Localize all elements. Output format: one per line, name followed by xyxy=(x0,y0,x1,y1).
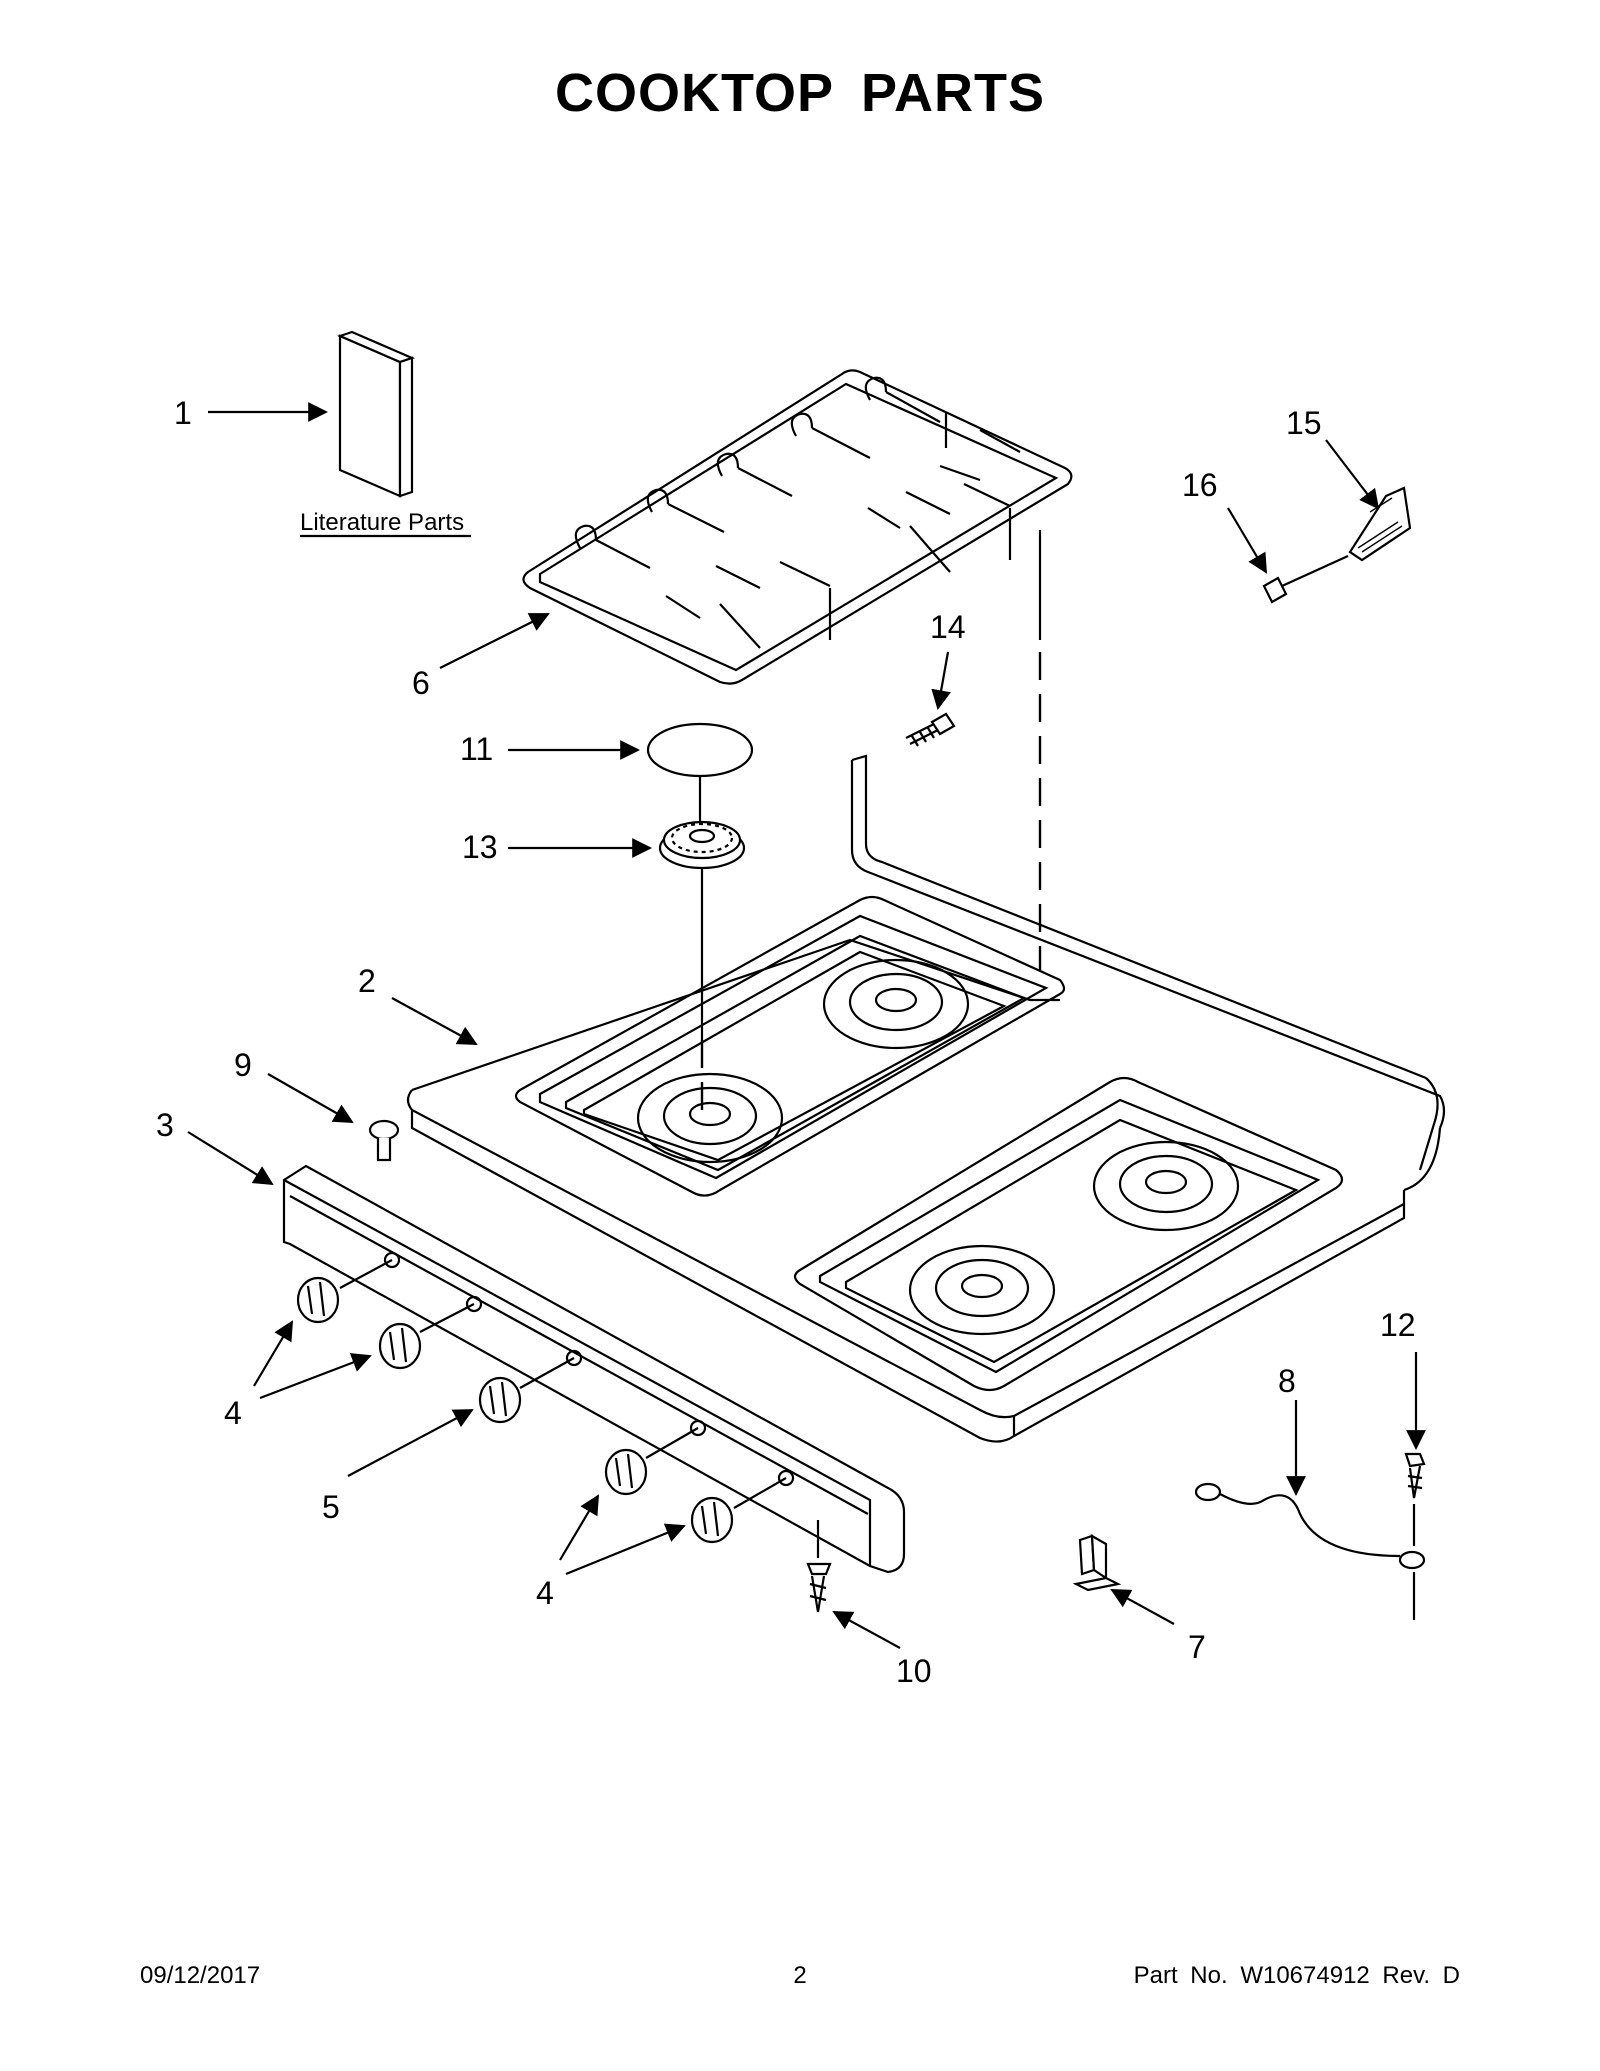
screw-14 xyxy=(905,712,956,747)
callout-1: 1 xyxy=(174,395,192,431)
ground-wire-8 xyxy=(1194,1482,1426,1570)
callout-3: 3 xyxy=(156,1107,174,1143)
callout-4b: 4 xyxy=(536,1575,554,1611)
leader-arrows xyxy=(187,402,1426,1649)
pin-9 xyxy=(368,1119,400,1162)
callout-16: 16 xyxy=(1182,467,1218,503)
literature-booklet xyxy=(336,330,416,498)
callout-15: 15 xyxy=(1286,405,1322,441)
callout-2: 2 xyxy=(358,963,376,999)
burner-grate xyxy=(522,369,1073,685)
cooktop-main-top xyxy=(406,754,1446,1443)
callout-5: 5 xyxy=(322,1489,340,1525)
callout-9: 9 xyxy=(234,1047,252,1083)
callout-7: 7 xyxy=(1188,1629,1206,1665)
callout-11: 11 xyxy=(460,731,493,767)
callout-6: 6 xyxy=(412,665,430,701)
footer-date: 09/12/2017 xyxy=(140,1962,261,1989)
callout-13: 13 xyxy=(462,829,498,865)
callout-12: 12 xyxy=(1380,1307,1416,1343)
control-panel xyxy=(282,1164,906,1574)
page-title: COOKTOP PARTS xyxy=(554,63,1046,123)
screw-16 xyxy=(1262,554,1349,604)
callout-8: 8 xyxy=(1278,1363,1296,1399)
clip-7 xyxy=(1072,1534,1122,1592)
callout-10: 10 xyxy=(896,1653,932,1689)
burner-base xyxy=(658,820,746,870)
footer-part-number: Part No. W10674912 Rev. D xyxy=(1133,1962,1460,1989)
bracket-15 xyxy=(1348,486,1412,562)
screw-12 xyxy=(1404,1452,1426,1620)
callout-4a: 4 xyxy=(224,1395,242,1431)
burner-cap xyxy=(646,722,754,778)
knobs xyxy=(296,1276,734,1544)
callout-14: 14 xyxy=(930,609,966,645)
screw-10 xyxy=(806,1520,832,1613)
footer-page-number: 2 xyxy=(793,1962,807,1989)
literature-parts-label: Literature Parts xyxy=(300,509,464,536)
